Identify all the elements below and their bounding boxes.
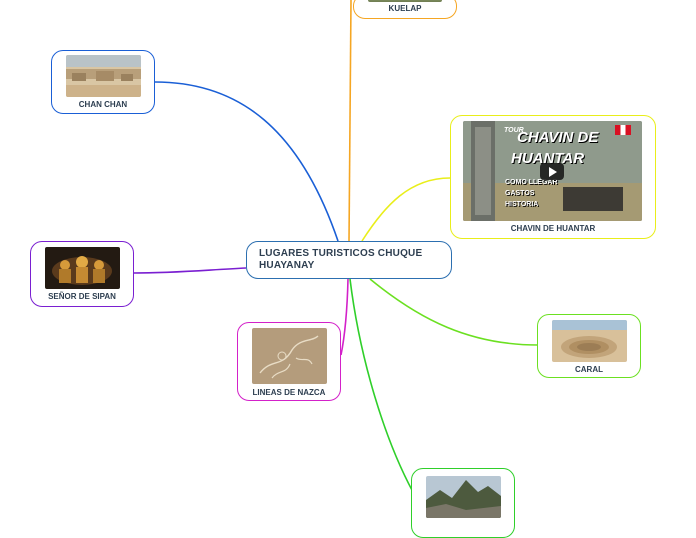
node-machu-picchu[interactable] [411,468,515,538]
central-topic-title: LUGARES TURISTICOS CHUQUE HUAYANAY [259,248,439,272]
peru-flag-icon [615,125,631,135]
chavin-thumb-bullet-1: COMO LLEGAR [505,179,558,186]
chavin-thumb-title-line1: CHAVIN DE [517,129,598,146]
lineas-de-nazca-label: LINEAS DE NAZCA [238,388,340,397]
chavin-video-thumbnail[interactable]: TOUR CHAVIN DE HUANTAR COMO LLEGAR GASTO… [463,121,642,221]
lineas-de-nazca-image [252,328,327,384]
node-caral[interactable]: CARAL [537,314,641,378]
central-topic[interactable]: LUGARES TURISTICOS CHUQUE HUAYANAY [246,241,452,279]
chavin-thumb-bullet-3: HISTORIA [505,201,538,208]
node-kuelap[interactable]: KUELAP [353,0,457,19]
senor-de-sipan-label: SEÑOR DE SIPAN [31,292,133,301]
connector-nazca [341,279,348,355]
play-icon[interactable] [540,163,564,180]
connector-chavin [362,178,450,241]
chavin-label: CHAVIN DE HUANTAR [451,224,655,233]
caral-label: CARAL [538,365,640,374]
chavin-thumb-bullet-2: GASTOS [505,190,534,197]
connector-machu [350,279,413,492]
senor-de-sipan-image [45,247,120,289]
node-lineas-de-nazca[interactable]: LINEAS DE NAZCA [237,322,341,401]
connector-caral [370,279,538,345]
node-senor-de-sipan[interactable]: SEÑOR DE SIPAN [30,241,134,307]
connector-chan-chan [155,82,338,241]
kuelap-label: KUELAP [354,4,456,13]
chan-chan-label: CHAN CHAN [52,100,154,109]
connector-kuelap [349,0,351,241]
kuelap-image [368,0,442,2]
machu-picchu-image [426,476,501,518]
node-chan-chan[interactable]: CHAN CHAN [51,50,155,114]
node-chavin-de-huantar[interactable]: TOUR CHAVIN DE HUANTAR COMO LLEGAR GASTO… [450,115,656,239]
chan-chan-image [66,55,141,97]
connector-senor-sipan [133,268,246,273]
caral-image [552,320,627,362]
